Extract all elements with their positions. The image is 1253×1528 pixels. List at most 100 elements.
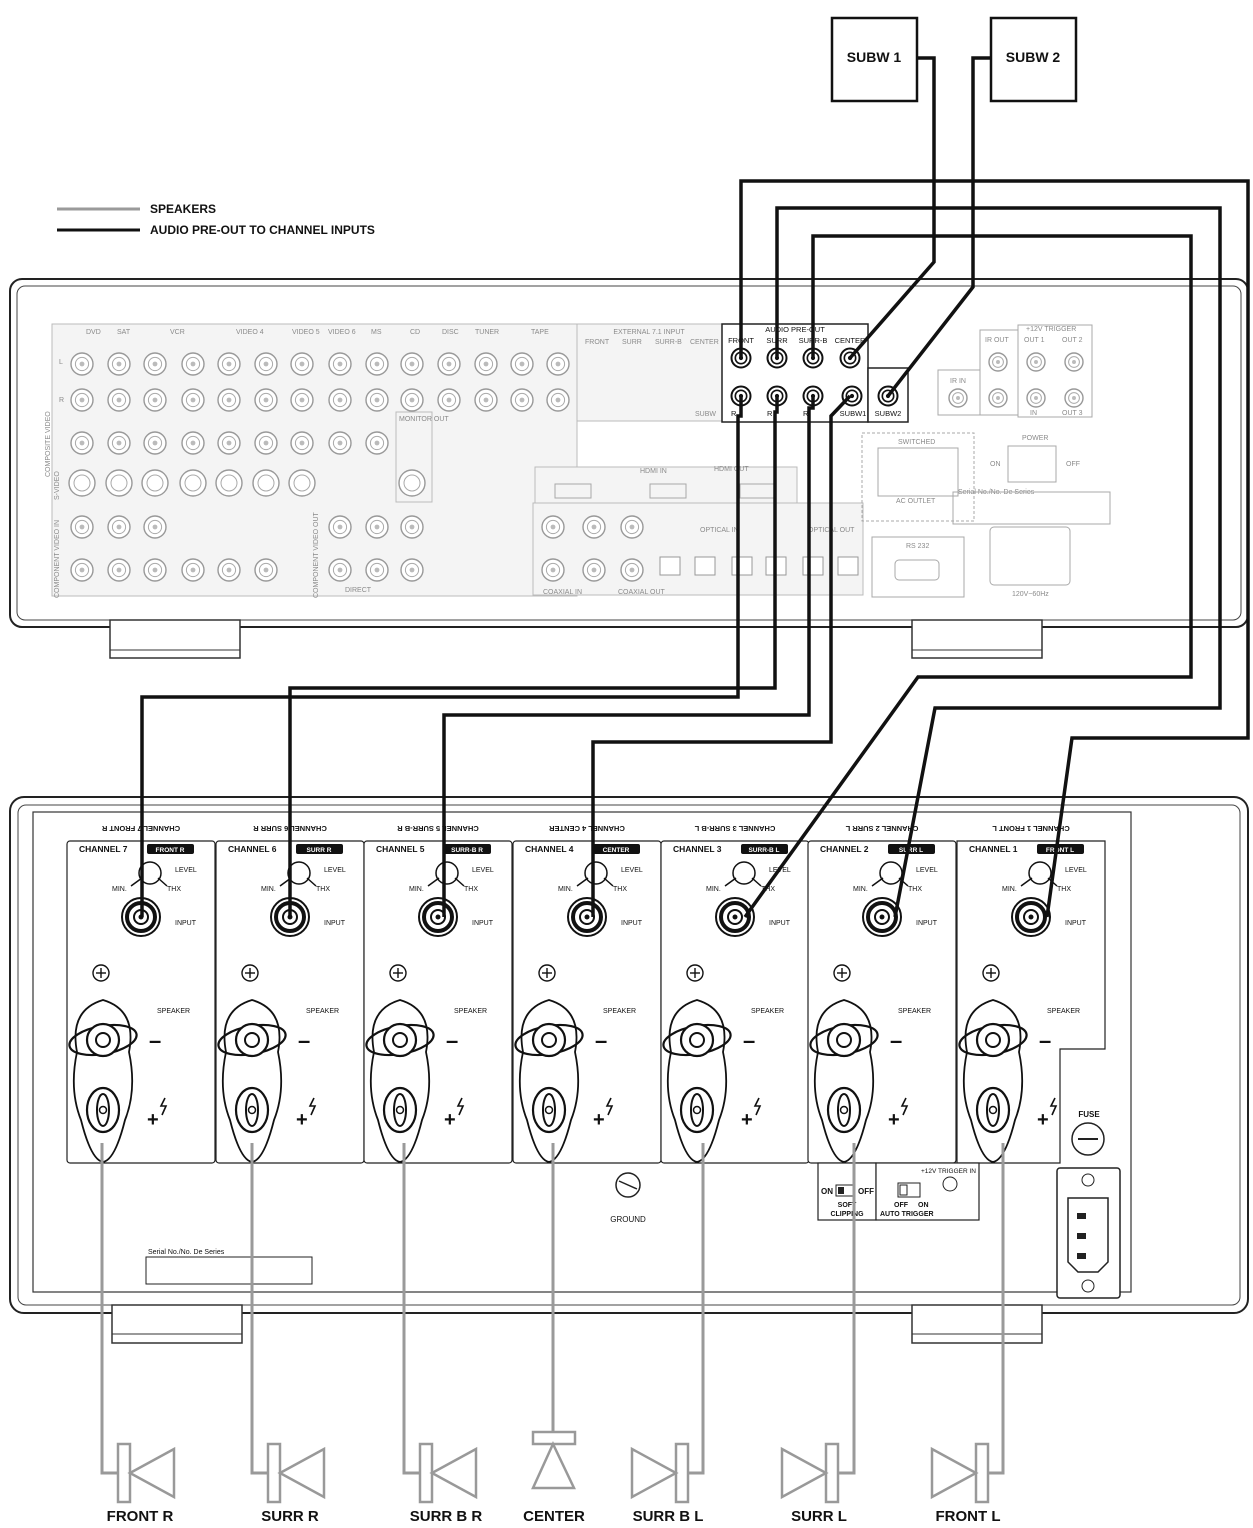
receiver-jack[interactable] <box>546 352 570 376</box>
preout-jack-4[interactable] <box>730 385 752 407</box>
receiver-jack[interactable] <box>510 388 534 412</box>
channel-input-jack[interactable] <box>567 897 607 937</box>
receiver-jack[interactable] <box>365 431 389 455</box>
receiver-jack[interactable] <box>510 352 534 376</box>
level-knob[interactable] <box>1028 861 1052 885</box>
component-jack[interactable] <box>107 558 131 582</box>
level-knob[interactable] <box>879 861 903 885</box>
optical-port[interactable] <box>659 556 681 576</box>
level-knob[interactable] <box>584 861 608 885</box>
component-jack[interactable] <box>143 515 167 539</box>
receiver-jack[interactable] <box>254 431 278 455</box>
component-jack[interactable] <box>365 558 389 582</box>
hdmi-in-1[interactable] <box>554 483 592 499</box>
power-switch[interactable] <box>1007 445 1057 483</box>
speaker-binding-posts[interactable] <box>513 999 585 1163</box>
level-knob[interactable] <box>732 861 756 885</box>
receiver-jack[interactable] <box>400 352 424 376</box>
component-jack[interactable] <box>107 515 131 539</box>
svideo-jack[interactable] <box>288 469 316 497</box>
receiver-jack[interactable] <box>107 388 131 412</box>
receiver-jack[interactable] <box>290 352 314 376</box>
trigger-in-jack[interactable] <box>942 1176 958 1192</box>
channel-input-jack[interactable] <box>1011 897 1051 937</box>
receiver-jack[interactable] <box>365 352 389 376</box>
speaker-binding-posts[interactable] <box>216 999 288 1163</box>
component-jack[interactable] <box>181 558 205 582</box>
receiver-jack[interactable] <box>290 388 314 412</box>
component-jack[interactable] <box>365 515 389 539</box>
svideo-jack[interactable] <box>398 469 426 497</box>
control-jack[interactable] <box>1064 352 1084 372</box>
channel-input-jack[interactable] <box>862 897 902 937</box>
receiver-jack[interactable] <box>437 352 461 376</box>
receiver-jack[interactable] <box>143 431 167 455</box>
optical-port[interactable] <box>837 556 859 576</box>
receiver-jack[interactable] <box>70 388 94 412</box>
receiver-jack[interactable] <box>181 352 205 376</box>
receiver-jack[interactable] <box>474 388 498 412</box>
receiver-jack[interactable] <box>328 388 352 412</box>
receiver-jack[interactable] <box>328 352 352 376</box>
svideo-jack[interactable] <box>105 469 133 497</box>
receiver-jack[interactable] <box>546 388 570 412</box>
receiver-jack[interactable] <box>328 431 352 455</box>
svideo-jack[interactable] <box>179 469 207 497</box>
control-jack[interactable] <box>948 388 968 408</box>
speaker-binding-posts[interactable] <box>364 999 436 1163</box>
coaxial-jack[interactable] <box>541 515 565 539</box>
receiver-jack[interactable] <box>217 388 241 412</box>
control-jack[interactable] <box>1064 388 1084 408</box>
receiver-jack[interactable] <box>217 431 241 455</box>
level-knob[interactable] <box>138 861 162 885</box>
receiver-jack[interactable] <box>70 431 94 455</box>
component-jack[interactable] <box>328 515 352 539</box>
receiver-jack[interactable] <box>474 352 498 376</box>
rs232-port[interactable] <box>894 559 940 581</box>
optical-port[interactable] <box>731 556 753 576</box>
svideo-jack[interactable] <box>68 469 96 497</box>
receiver-jack[interactable] <box>181 388 205 412</box>
speaker-binding-posts[interactable] <box>808 999 880 1163</box>
component-jack[interactable] <box>400 558 424 582</box>
receiver-jack[interactable] <box>290 431 314 455</box>
svideo-jack[interactable] <box>141 469 169 497</box>
channel-input-jack[interactable] <box>715 897 755 937</box>
optical-port[interactable] <box>694 556 716 576</box>
receiver-jack[interactable] <box>143 352 167 376</box>
channel-input-jack[interactable] <box>418 897 458 937</box>
hdmi-in-2[interactable] <box>649 483 687 499</box>
speaker-binding-posts[interactable] <box>957 999 1029 1163</box>
optical-port[interactable] <box>802 556 824 576</box>
receiver-jack[interactable] <box>437 388 461 412</box>
component-jack[interactable] <box>328 558 352 582</box>
receiver-jack[interactable] <box>181 431 205 455</box>
component-jack[interactable] <box>70 515 94 539</box>
receiver-jack[interactable] <box>70 352 94 376</box>
receiver-jack[interactable] <box>143 388 167 412</box>
component-jack[interactable] <box>400 515 424 539</box>
svideo-jack[interactable] <box>252 469 280 497</box>
receiver-jack[interactable] <box>217 352 241 376</box>
coaxial-jack[interactable] <box>620 515 644 539</box>
level-knob[interactable] <box>435 861 459 885</box>
receiver-jack[interactable] <box>400 388 424 412</box>
coaxial-jack[interactable] <box>541 558 565 582</box>
component-jack[interactable] <box>217 558 241 582</box>
speaker-binding-posts[interactable] <box>67 999 139 1163</box>
receiver-jack[interactable] <box>254 388 278 412</box>
control-jack[interactable] <box>1026 388 1046 408</box>
svideo-jack[interactable] <box>215 469 243 497</box>
control-jack[interactable] <box>988 352 1008 372</box>
receiver-jack[interactable] <box>365 388 389 412</box>
control-jack[interactable] <box>988 388 1008 408</box>
receiver-jack[interactable] <box>107 431 131 455</box>
coaxial-jack[interactable] <box>582 515 606 539</box>
component-jack[interactable] <box>143 558 167 582</box>
coaxial-jack[interactable] <box>582 558 606 582</box>
component-jack[interactable] <box>254 558 278 582</box>
control-jack[interactable] <box>1026 352 1046 372</box>
receiver-jack[interactable] <box>107 352 131 376</box>
receiver-jack[interactable] <box>254 352 278 376</box>
speaker-binding-posts[interactable] <box>661 999 733 1163</box>
